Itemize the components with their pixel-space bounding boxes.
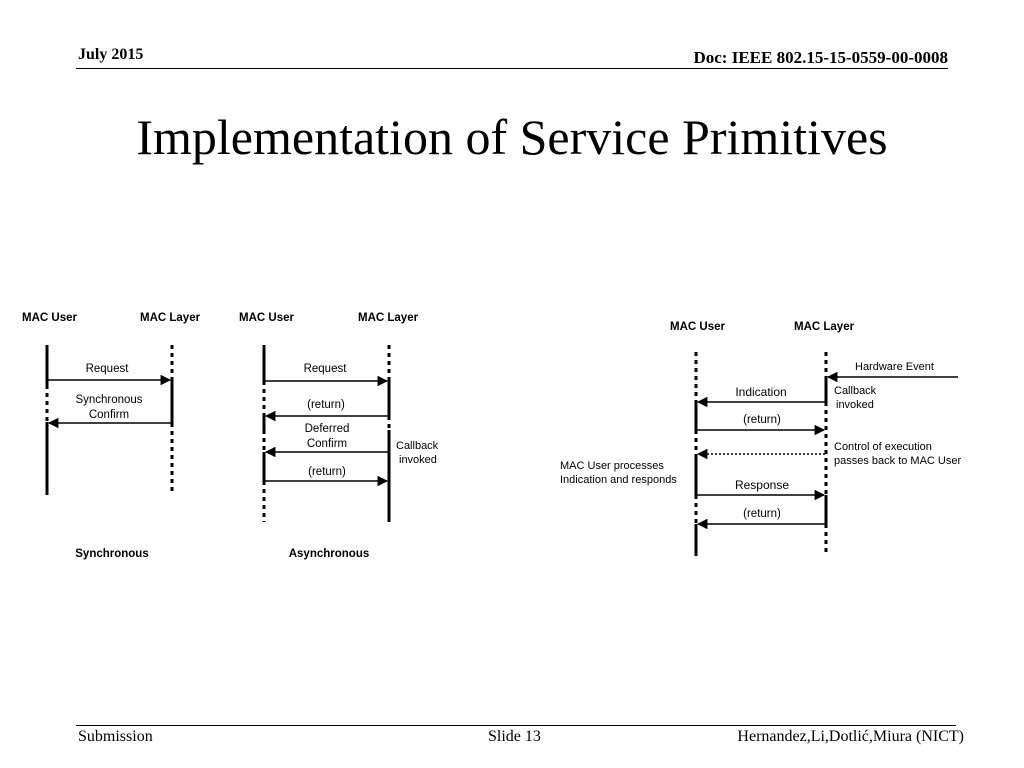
ind-return1-label: (return) <box>743 414 781 426</box>
ind-response-label: Response <box>735 478 789 492</box>
async-return1-label: (return) <box>307 399 345 411</box>
header-date: July 2015 <box>78 46 144 63</box>
ind-callback-label-line1: Callback <box>834 385 877 397</box>
footer-authors: Hernandez,Li,Dotlić,Miura (NICT) <box>737 728 964 745</box>
sync-mac-user-label: MAC User <box>22 312 77 324</box>
footer-slide-number: Slide 13 <box>488 728 541 745</box>
ind-hardware-event-label: Hardware Event <box>855 361 934 373</box>
footer-submission: Submission <box>78 728 153 745</box>
async-callback-label-line1: Callback <box>396 440 439 452</box>
ind-processes-label-line2: Indication and responds <box>560 474 677 486</box>
sync-mac-layer-label: MAC Layer <box>140 312 201 324</box>
ind-mac-user-label: MAC User <box>670 321 725 333</box>
ind-processes-label-line1: MAC User processes <box>560 460 664 472</box>
ind-mac-layer-label: MAC Layer <box>794 321 855 333</box>
slide-title: Implementation of Service Primitives <box>136 109 888 165</box>
async-request-label: Request <box>304 363 348 375</box>
ind-control-label-line2: passes back to MAC User <box>834 455 961 467</box>
asynchronous-diagram: MAC User MAC Layer Request (return) Defe… <box>239 312 439 560</box>
header-divider <box>76 68 948 69</box>
ind-indication-label: Indication <box>735 385 786 399</box>
async-mac-layer-label: MAC Layer <box>358 312 419 324</box>
sync-confirm-label-line1: Synchronous <box>75 394 142 406</box>
ind-callback-label-line2: invoked <box>836 399 874 411</box>
indication-diagram: MAC User MAC Layer Hardware Event Callba… <box>560 321 961 556</box>
sync-confirm-label-line2: Confirm <box>89 409 129 421</box>
ind-control-label-line1: Control of execution <box>834 441 932 453</box>
sync-caption: Synchronous <box>75 548 148 560</box>
async-caption: Asynchronous <box>289 548 370 560</box>
async-callback-label-line2: invoked <box>399 454 437 466</box>
ind-return2-label: (return) <box>743 508 781 520</box>
header-doc-id: Doc: IEEE 802.15-15-0559-00-0008 <box>693 48 948 67</box>
async-return2-label: (return) <box>308 466 346 478</box>
async-deferred-label-line1: Deferred <box>305 423 350 435</box>
async-deferred-label-line2: Confirm <box>307 438 347 450</box>
async-mac-user-label: MAC User <box>239 312 294 324</box>
footer-divider <box>76 725 956 726</box>
synchronous-diagram: MAC User MAC Layer Request Synchronous C… <box>22 312 201 560</box>
sync-request-label: Request <box>86 363 130 375</box>
